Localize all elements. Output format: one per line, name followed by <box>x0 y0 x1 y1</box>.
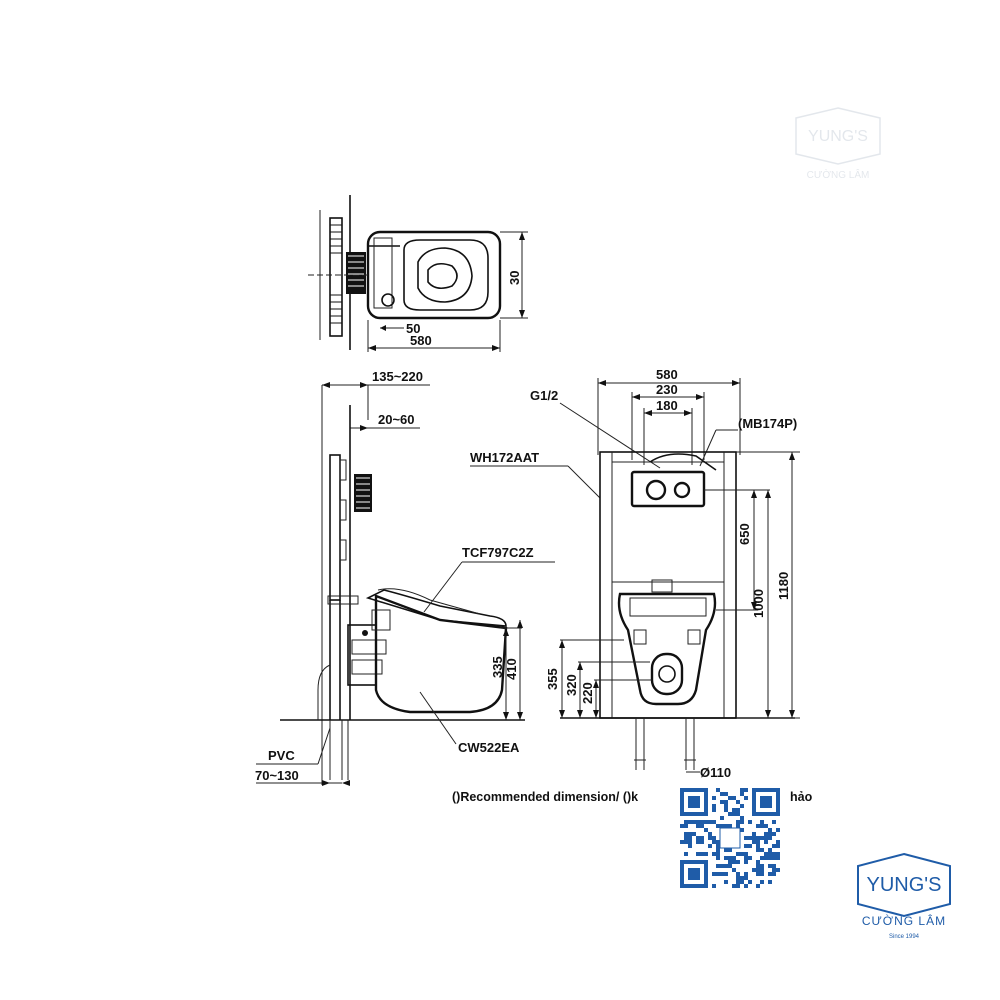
watermark: YUNG'S CƯỜNG LÂM <box>795 107 881 181</box>
side-dim-20-60: 20~60 <box>378 412 415 427</box>
top-dim-30: 30 <box>507 271 522 285</box>
side-dim-135-220: 135~220 <box>372 369 423 384</box>
front-dim-220: 220 <box>580 682 595 704</box>
side-dim-410: 410 <box>504 658 519 680</box>
front-dim-650: 650 <box>737 523 752 545</box>
watermark-brand: YUNG'S <box>808 128 868 145</box>
logo-hexagon <box>857 852 951 918</box>
footnote-left: ()Recommended dimension/ ()k <box>452 790 638 804</box>
footnote: ()Recommended dimension/ ()k hảo <box>452 790 813 804</box>
brand-logo: YUNG'S CƯỜNG LÂM Since 1994 <box>857 852 951 940</box>
watermark-sub: CƯỜNG LÂM <box>807 168 870 181</box>
front-dim-355: 355 <box>545 668 560 690</box>
front-dim-580: 580 <box>656 367 678 382</box>
logo-sub: CƯỜNG LÂM <box>862 913 946 928</box>
front-view: 580 230 180 G1/2 (MB174P) WH172AAT <box>470 367 800 780</box>
top-view: 580 50 30 <box>308 195 528 352</box>
pvc-label: PVC <box>268 748 295 763</box>
front-dia-110: Ø110 <box>700 765 731 780</box>
logo-since: Since 1994 <box>889 934 920 940</box>
top-dim-50: 50 <box>406 321 420 336</box>
logo-brand: YUNG'S <box>867 874 942 896</box>
footnote-right: hảo <box>790 790 813 804</box>
g-label: G1/2 <box>530 388 558 403</box>
qr-center-badge <box>719 827 741 849</box>
side-model-bowl: CW522EA <box>458 740 520 755</box>
front-dim-1180: 1180 <box>776 572 791 600</box>
side-dim-335: 335 <box>490 656 505 678</box>
front-dim-320: 320 <box>564 674 579 696</box>
qr-code <box>680 788 782 890</box>
frame-label: WH172AAT <box>470 450 539 465</box>
front-dim-180: 180 <box>656 398 678 413</box>
pvc-range: 70~130 <box>255 768 299 783</box>
front-dim-230: 230 <box>656 382 678 397</box>
side-view: 135~220 20~60 <box>255 369 555 786</box>
mb-label: (MB174P) <box>738 416 797 431</box>
side-model-seat: TCF797C2Z <box>462 545 534 560</box>
front-dim-1000: 1000 <box>751 589 766 618</box>
top-dim-580: 580 <box>410 333 432 348</box>
